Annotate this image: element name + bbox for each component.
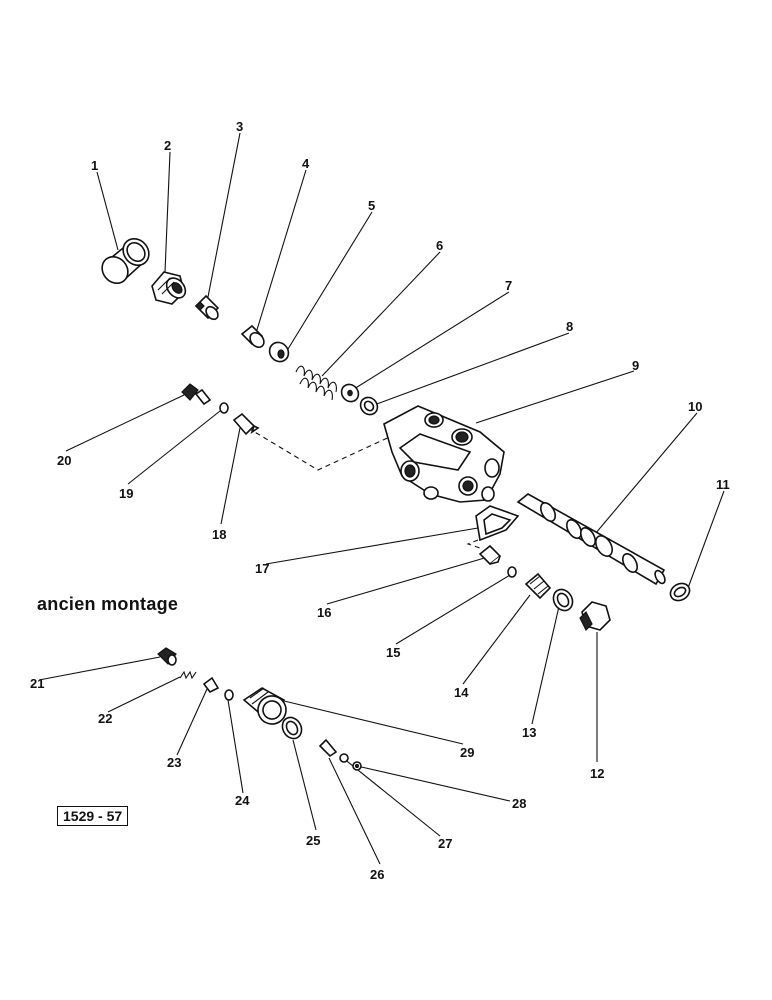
part-23-pin — [202, 676, 220, 694]
part-3-threaded-plug — [194, 294, 220, 321]
part-4-cup — [240, 324, 265, 349]
callout-24: 24 — [235, 793, 250, 808]
callout-3: 3 — [236, 119, 243, 134]
part-25-seal — [281, 716, 303, 740]
part-10-spool — [516, 493, 666, 586]
callout-18: 18 — [212, 527, 226, 542]
callout-15: 15 — [386, 645, 400, 660]
callout-27: 27 — [438, 836, 452, 851]
callout-16: 16 — [317, 605, 331, 620]
callout-12: 12 — [590, 766, 604, 781]
part-26-screw — [318, 738, 338, 758]
part-6-spring — [295, 365, 337, 401]
part-24-washer — [224, 689, 234, 701]
leader-lines — [38, 132, 725, 865]
part-29-plug — [242, 687, 287, 725]
callout-1: 1 — [91, 158, 98, 173]
callout-19: 19 — [119, 486, 133, 501]
assembly-caption: ancien montage — [37, 594, 179, 614]
part-17-gasket — [475, 505, 520, 542]
callout-9: 9 — [632, 358, 639, 373]
callout-23: 23 — [167, 755, 181, 770]
part-21-cap — [157, 647, 177, 666]
reference-number: 1529 - 57 — [57, 806, 129, 826]
part-13-seal — [552, 588, 574, 612]
callout-2: 2 — [164, 138, 171, 153]
part-18-poppet — [232, 412, 260, 436]
callout-4: 4 — [302, 156, 310, 171]
callout-8: 8 — [566, 319, 573, 334]
callout-10: 10 — [688, 399, 702, 414]
part-20-plug — [181, 383, 212, 406]
part-28-washer — [352, 761, 362, 771]
callout-20: 20 — [57, 453, 71, 468]
part-27-nut — [339, 753, 349, 763]
callout-21: 21 — [30, 676, 44, 691]
part-5-spring-seat — [268, 341, 290, 363]
part-12-hex-plug — [579, 601, 611, 632]
part-22-spring — [179, 670, 197, 680]
part-2-hex-nut — [151, 271, 187, 305]
part-11-ring — [669, 582, 691, 602]
callout-17: 17 — [255, 561, 269, 576]
part-8-ring — [359, 396, 379, 416]
callout-28: 28 — [512, 796, 526, 811]
part-19-o-ring — [219, 402, 229, 414]
callout-14: 14 — [454, 685, 469, 700]
callout-numbers: 1 2 3 4 5 6 7 8 9 10 11 12 13 14 15 16 1… — [30, 119, 730, 882]
callout-22: 22 — [98, 711, 112, 726]
part-14-threaded-sleeve — [524, 572, 552, 600]
callout-29: 29 — [460, 745, 474, 760]
part-7-washer — [340, 383, 360, 403]
callout-25: 25 — [306, 833, 320, 848]
callout-11: 11 — [716, 477, 730, 492]
part-1-sleeve — [101, 237, 150, 285]
callout-26: 26 — [370, 867, 384, 882]
part-9-valve-body — [383, 405, 505, 503]
callout-5: 5 — [368, 198, 375, 213]
part-16-check-valve — [478, 544, 502, 566]
callout-6: 6 — [436, 238, 443, 253]
callout-7: 7 — [505, 278, 512, 293]
part-15-o-ring — [507, 566, 517, 578]
callout-13: 13 — [522, 725, 536, 740]
